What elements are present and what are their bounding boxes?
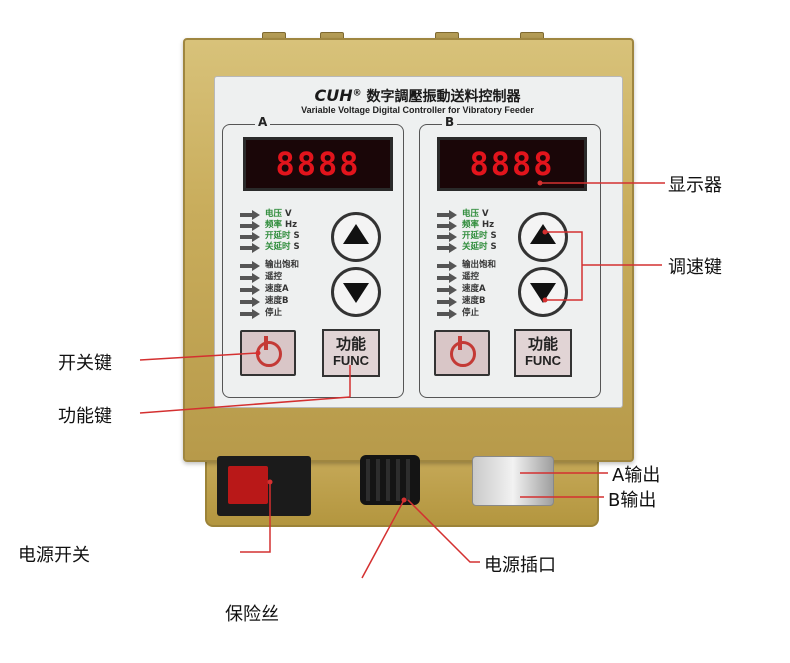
triangle-down-icon bbox=[343, 283, 369, 303]
callout-b-output: B输出 bbox=[608, 490, 657, 511]
indicator-label: 关延时 bbox=[265, 242, 291, 252]
arrow-icon bbox=[437, 309, 457, 319]
callout-display: 显示器 bbox=[668, 175, 722, 196]
power-switch-rocker[interactable] bbox=[228, 466, 268, 504]
indicator-label: 开延时 bbox=[462, 231, 488, 241]
arrow-icon bbox=[240, 261, 260, 271]
indicator-label: 停止 bbox=[462, 308, 480, 318]
triangle-down-icon bbox=[530, 283, 556, 303]
arrow-icon bbox=[240, 285, 260, 295]
device-title: CUH® 数字調壓振動送料控制器 bbox=[214, 86, 621, 106]
arrow-icon bbox=[240, 232, 260, 242]
indicator-label: 速度A bbox=[265, 284, 289, 294]
arrow-icon bbox=[240, 273, 260, 283]
indicator-unit: S bbox=[293, 242, 300, 252]
indicator-unit: Hz bbox=[481, 220, 495, 230]
func-label-cn: 功能 bbox=[527, 335, 558, 353]
panel-a-label: A bbox=[255, 115, 271, 129]
arrow-icon bbox=[240, 210, 260, 220]
indicator-label: 速度B bbox=[265, 296, 289, 306]
arrow-icon bbox=[437, 210, 457, 220]
indicator-label: 输出饱和 bbox=[462, 260, 497, 270]
callout-power-socket: 电源插口 bbox=[484, 555, 556, 576]
indicator-label: 速度A bbox=[462, 284, 486, 294]
indicator-label: 停止 bbox=[265, 308, 283, 318]
brand-logo: CUH bbox=[314, 86, 353, 105]
arrow-icon bbox=[437, 261, 457, 271]
arrow-icon bbox=[240, 297, 260, 307]
callout-fuse: 保险丝 bbox=[225, 604, 279, 625]
panel-b-down-button[interactable] bbox=[518, 267, 568, 317]
arrow-icon bbox=[437, 273, 457, 283]
indicator-label: 频率 bbox=[265, 220, 283, 230]
indicator-label: 关延时 bbox=[462, 242, 488, 252]
fuse-holder[interactable] bbox=[360, 455, 420, 505]
func-label-cn: 功能 bbox=[335, 335, 366, 353]
panel-b-label: B bbox=[442, 115, 458, 129]
indicator-unit: V bbox=[481, 209, 489, 219]
panel-a-up-button[interactable] bbox=[331, 212, 381, 262]
triangle-up-icon bbox=[530, 224, 556, 244]
panel-a-down-button[interactable] bbox=[331, 267, 381, 317]
indicator-unit: Hz bbox=[284, 220, 298, 230]
func-label-en: FUNC bbox=[332, 353, 370, 368]
indicator-unit: V bbox=[284, 209, 292, 219]
panel-b bbox=[419, 124, 601, 398]
panel-a-power-button[interactable] bbox=[240, 330, 296, 376]
indicator-label: 电压 bbox=[462, 209, 480, 219]
title-en: Variable Voltage Digital Controller for … bbox=[301, 105, 534, 115]
indicator-unit: S bbox=[490, 231, 497, 241]
arrow-icon bbox=[437, 243, 457, 253]
arrow-icon bbox=[437, 221, 457, 231]
panel-b-up-button[interactable] bbox=[518, 212, 568, 262]
func-label-en: FUNC bbox=[524, 353, 562, 368]
arrow-icon bbox=[240, 309, 260, 319]
panel-a-display: 8888 bbox=[243, 137, 393, 191]
arrow-icon bbox=[437, 297, 457, 307]
arrow-icon bbox=[240, 221, 260, 231]
indicator-label: 开延时 bbox=[265, 231, 291, 241]
callout-a-output: A输出 bbox=[612, 465, 661, 486]
callout-power-key: 开关键 bbox=[58, 353, 112, 374]
panel-a bbox=[222, 124, 404, 398]
indicator-label: 速度B bbox=[462, 296, 486, 306]
callout-function-key: 功能键 bbox=[58, 406, 112, 427]
indicator-label: 电压 bbox=[265, 209, 283, 219]
panel-b-power-button[interactable] bbox=[434, 330, 490, 376]
indicator-unit: S bbox=[293, 231, 300, 241]
indicator-unit: S bbox=[490, 242, 497, 252]
triangle-up-icon bbox=[343, 224, 369, 244]
title-cn: 数字調壓振動送料控制器 bbox=[366, 89, 521, 105]
arrow-icon bbox=[240, 243, 260, 253]
panel-a-func-button[interactable]: 功能 FUNC bbox=[322, 329, 380, 377]
registered-mark: ® bbox=[352, 88, 362, 99]
indicator-label: 频率 bbox=[462, 220, 480, 230]
indicator-label: 遥控 bbox=[462, 272, 480, 282]
arrow-icon bbox=[437, 285, 457, 295]
callout-speed-keys: 调速键 bbox=[668, 257, 722, 278]
callout-power-switch: 电源开关 bbox=[18, 545, 90, 566]
indicator-label: 输出饱和 bbox=[265, 260, 300, 270]
panel-b-func-button[interactable]: 功能 FUNC bbox=[514, 329, 572, 377]
power-icon bbox=[450, 341, 476, 367]
indicator-label: 遥控 bbox=[265, 272, 283, 282]
panel-b-display: 8888 bbox=[437, 137, 587, 191]
arrow-icon bbox=[437, 232, 457, 242]
